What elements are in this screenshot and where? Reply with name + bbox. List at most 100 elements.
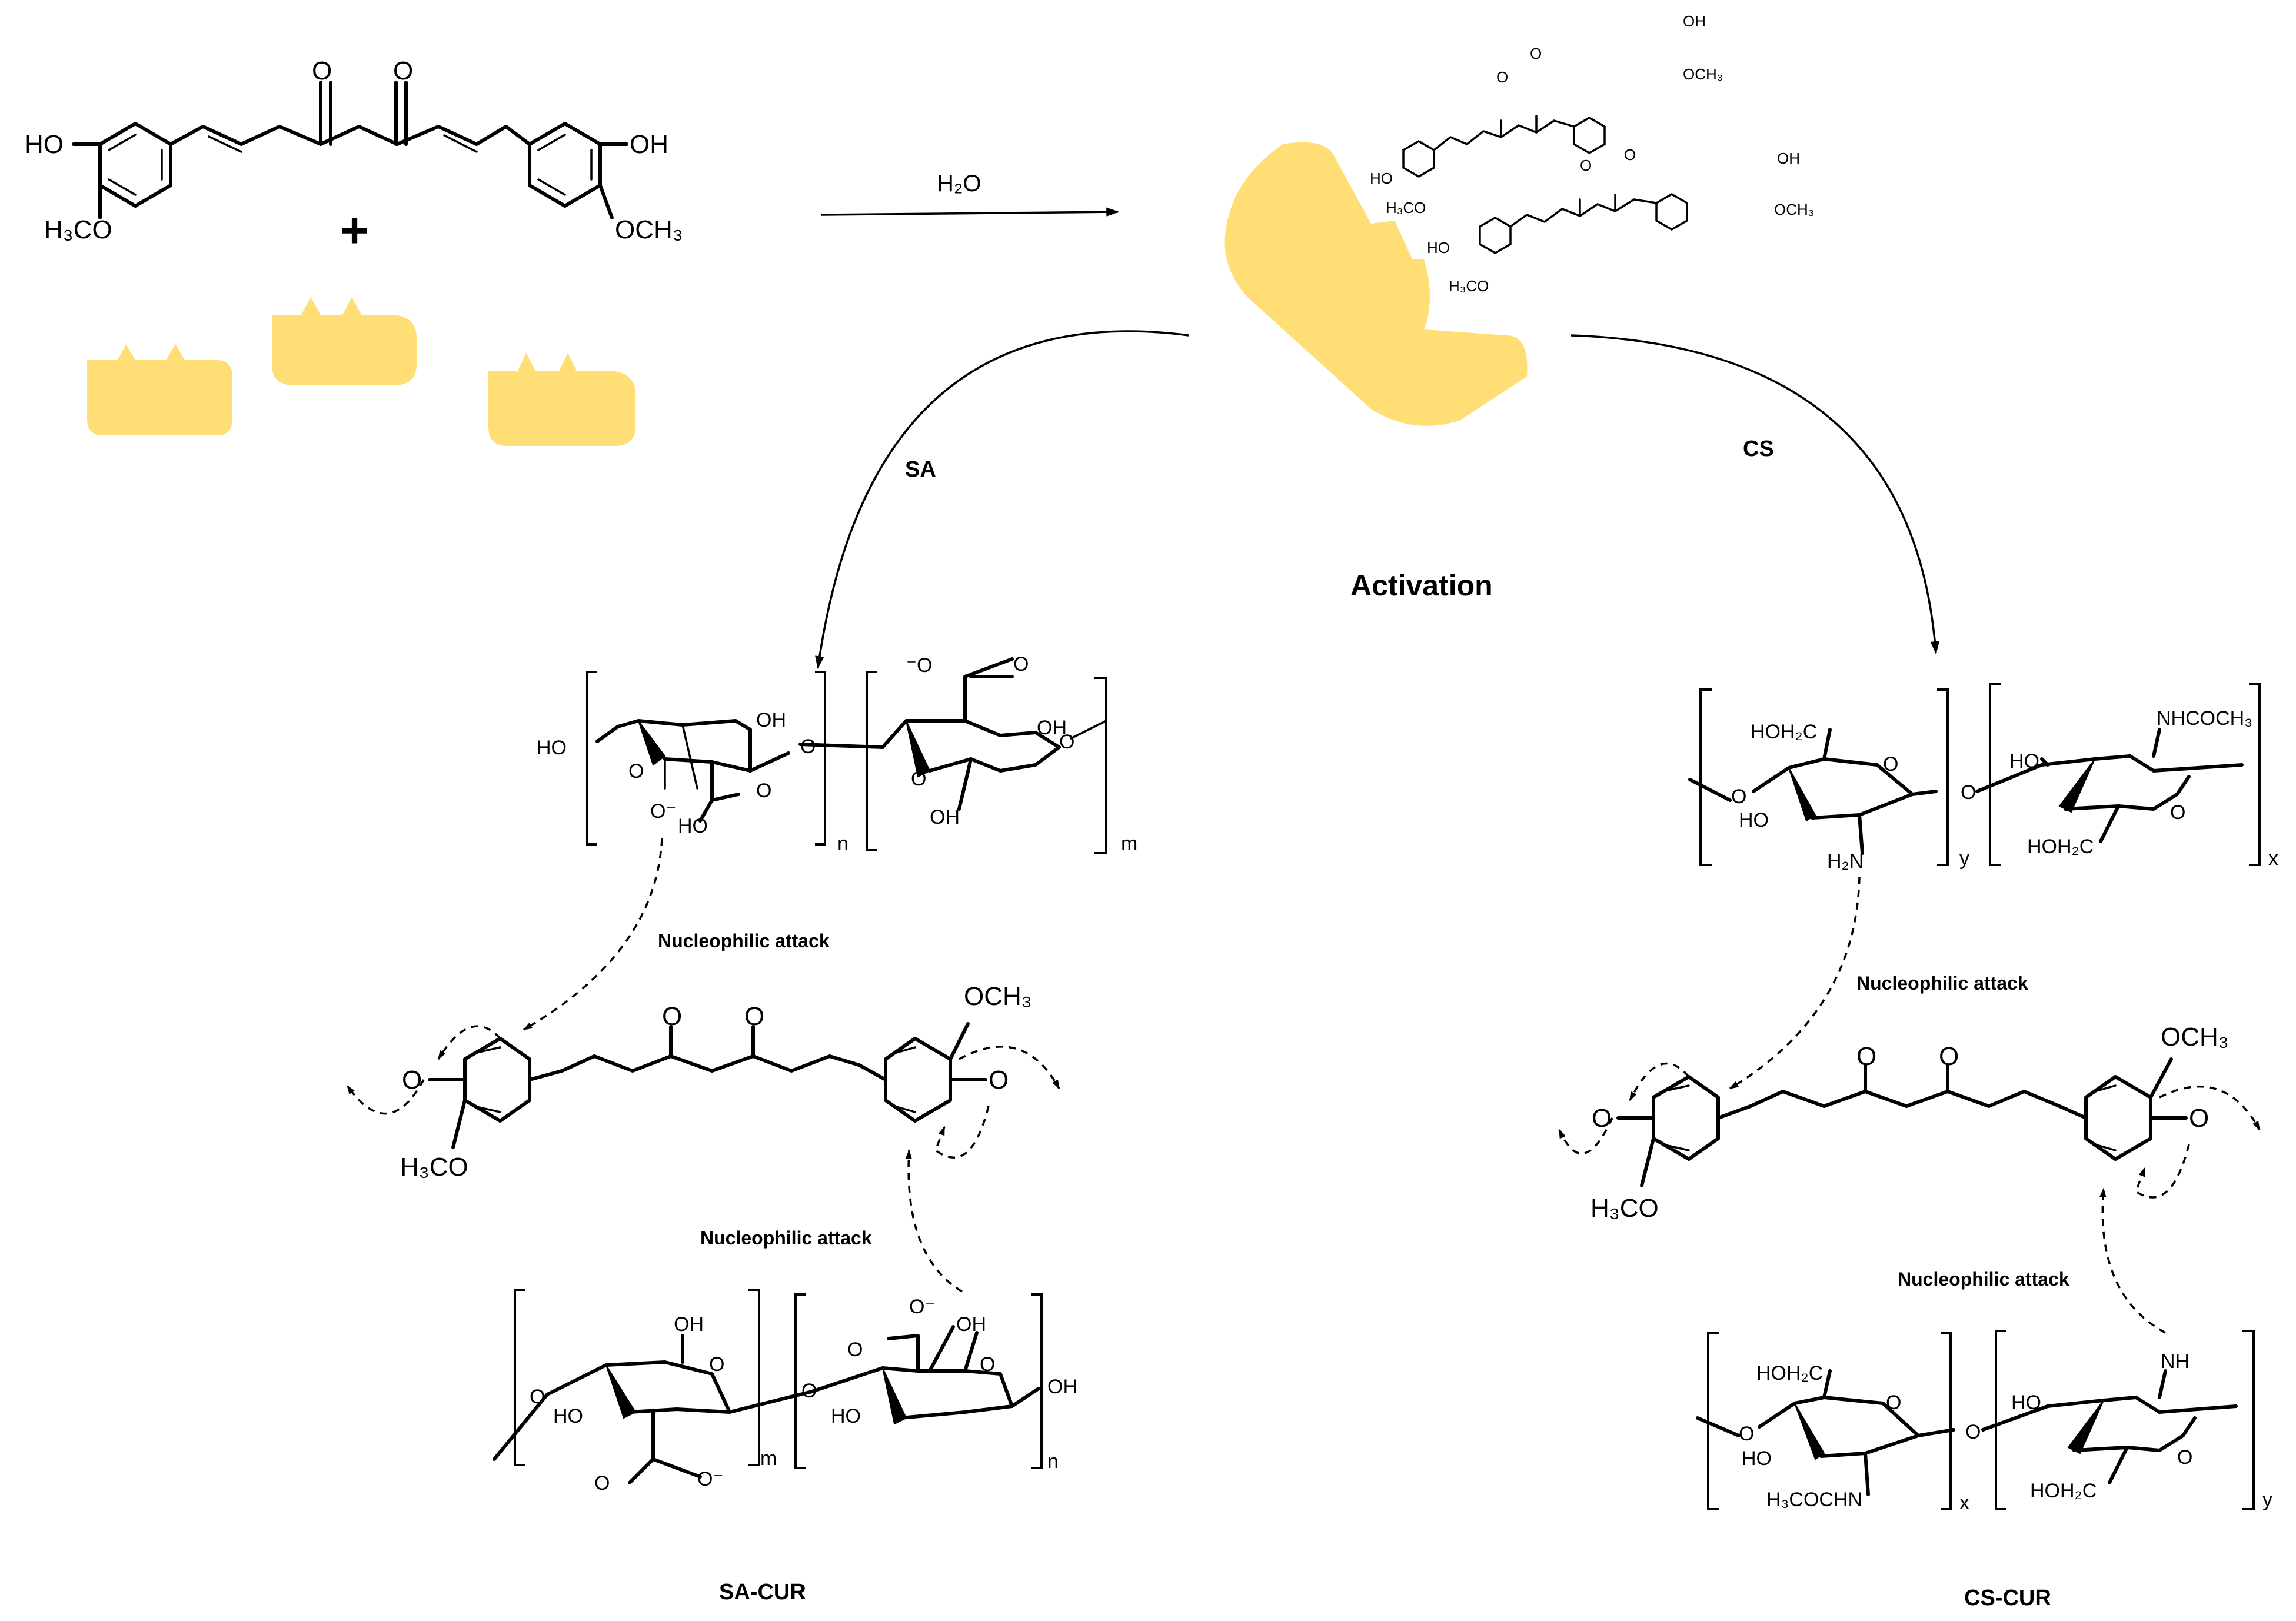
protein-blob-1	[87, 344, 232, 435]
sa-o-link: O	[800, 735, 816, 758]
sa-carboxyl-o: O	[756, 780, 771, 802]
cs-subscript-x: x	[2268, 847, 2278, 870]
cs-cur-o1: O	[1856, 1042, 1876, 1071]
bound-cur2-ho: HO	[1427, 239, 1450, 257]
bound-cur2-och3: OCH₃	[1774, 201, 1814, 218]
bound-cur2-oh: OH	[1777, 149, 1800, 167]
plus-sign: +	[340, 202, 369, 258]
bound-cur2-h3co: H₃CO	[1449, 277, 1489, 295]
cs-cur-h3co: H₃CO	[1590, 1194, 1659, 1223]
bound-cur1-ho: HO	[1370, 169, 1393, 187]
sa-branch-arrow	[815, 330, 1189, 670]
sacur-o-2: O	[594, 1472, 610, 1494]
sa-anion-o: O⁻	[650, 800, 676, 823]
curcumin-och3: OCH₃	[615, 215, 683, 244]
sacur-o-ring-1: O	[709, 1353, 724, 1376]
activation-label: Activation	[1350, 569, 1493, 602]
cs-subscript-y: y	[1959, 847, 1969, 870]
sa-electron-arrow-3	[959, 1046, 1060, 1090]
sacur-oh-2: OH	[956, 1313, 986, 1336]
sa-cur-o1: O	[662, 1002, 682, 1031]
sa-o-ring-1: O	[628, 760, 644, 783]
sa-nucleophilic-label-1: Nucleophilic attack	[658, 930, 830, 951]
cs-cur-o-left: O	[1592, 1104, 1612, 1133]
sa-o-ring-2: O	[911, 768, 926, 790]
activated-protein	[1224, 142, 1528, 426]
sa-quinone-curcumin	[428, 1022, 987, 1149]
sa-polymer	[586, 657, 1107, 854]
cs-attack-arrow-2	[2099, 1187, 2166, 1334]
cscur-ho-2: HO	[2011, 1392, 2041, 1414]
sacur-o-minus-2: O⁻	[909, 1296, 935, 1318]
sa-attack-arrow-2	[905, 1149, 963, 1293]
cs-attack-arrow-1	[1729, 876, 1861, 1090]
cs-ho-2: HO	[2009, 750, 2039, 773]
sa-carboxyl-ho: HO	[678, 815, 708, 837]
bound-cur1-o1: O	[1496, 68, 1508, 86]
sa-electron-arrow-2	[346, 1079, 425, 1115]
cs-electron-arrow-1	[1629, 1062, 1690, 1101]
curcumin-oh: OH	[630, 130, 668, 159]
sa-cur-och3: OCH₃	[964, 982, 1032, 1011]
sa-attack-arrow-1	[523, 838, 663, 1031]
cscur-subscript-x: x	[1959, 1492, 1969, 1514]
sa-oh-3: OH	[930, 806, 960, 828]
cs-h2n: H₂N	[1827, 850, 1864, 873]
sa-cur-polymer	[493, 1289, 1043, 1484]
cscur-hoh2c-2: HOH₂C	[2030, 1480, 2097, 1502]
sa-cur-label: SA-CUR	[719, 1580, 806, 1605]
cs-cur-o2: O	[1939, 1042, 1959, 1071]
sa-o-end: O	[1059, 731, 1074, 753]
curcumin-reactant	[72, 81, 628, 219]
sacur-o-3: O	[847, 1339, 863, 1361]
protein-blob-3	[488, 353, 635, 446]
cscur-h3cochn: H₃COCHN	[1766, 1489, 1862, 1511]
cscur-ho-1: HO	[1742, 1447, 1772, 1470]
curcumin-o2: O	[393, 56, 413, 85]
cs-cur-och3: OCH₃	[2161, 1023, 2229, 1051]
cs-nucleophilic-label-1: Nucleophilic attack	[1856, 973, 2028, 994]
sacur-subscript-m: m	[760, 1447, 777, 1470]
sacur-ho-2: HO	[831, 1405, 861, 1427]
sa-nucleophilic-label-2: Nucleophilic attack	[700, 1227, 872, 1249]
cs-o-link: O	[1961, 781, 1976, 804]
bound-cur1-oh: OH	[1683, 12, 1706, 30]
cscur-hoh2c-1: HOH₂C	[1756, 1362, 1823, 1384]
cs-hoh2c-2: HOH₂C	[2027, 836, 2094, 858]
cs-o-link-left: O	[1731, 785, 1746, 808]
cs-ho-1: HO	[1739, 809, 1769, 831]
sa-branch-label: SA	[905, 457, 936, 482]
reagent-label: H₂O	[937, 171, 981, 197]
cscur-o-link: O	[1965, 1421, 1981, 1443]
cs-quinone-curcumin	[1616, 1057, 2188, 1187]
sa-electron-arrow-4	[934, 1106, 990, 1159]
sacur-subscript-n: n	[1047, 1450, 1059, 1473]
sacur-oh-1: OH	[674, 1313, 704, 1336]
sacur-o-1: O	[530, 1386, 545, 1408]
sacur-o-ring-2: O	[980, 1353, 995, 1376]
sa-cur-o-right: O	[989, 1066, 1009, 1094]
cs-o-ring-1: O	[1883, 753, 1898, 775]
bound-curcumin-2	[1479, 192, 1688, 255]
sa-subscript-m: m	[1121, 833, 1137, 855]
curcumin-ho: HO	[25, 130, 64, 159]
sa-carboxylate-o: ⁻O	[906, 654, 932, 677]
bound-curcumin-1	[1402, 115, 1606, 178]
reaction-arrow	[820, 207, 1120, 217]
cs-hoh2c-1: HOH₂C	[1751, 721, 1817, 743]
cs-nucleophilic-label-2: Nucleophilic attack	[1898, 1269, 2069, 1290]
sacur-o-minus-1: O⁻	[697, 1468, 723, 1490]
sa-oh-2: OH	[1037, 717, 1067, 739]
sa-carbonyl-o: O	[1013, 653, 1029, 675]
cscur-subscript-y: y	[2262, 1489, 2272, 1511]
sacur-ho-1: HO	[553, 1405, 583, 1427]
sacur-o-link: O	[801, 1380, 817, 1402]
sa-cur-h3co: H₃CO	[400, 1153, 468, 1181]
cs-electron-arrow-3	[2159, 1085, 2261, 1131]
cs-nhcoch3: NHCOCH₃	[2157, 707, 2252, 730]
cs-o-ring-2: O	[2170, 801, 2185, 824]
sa-cur-o-left: O	[402, 1066, 422, 1094]
bound-cur1-h3co: H₃CO	[1386, 199, 1426, 217]
cs-cur-polymer	[1696, 1330, 2255, 1510]
